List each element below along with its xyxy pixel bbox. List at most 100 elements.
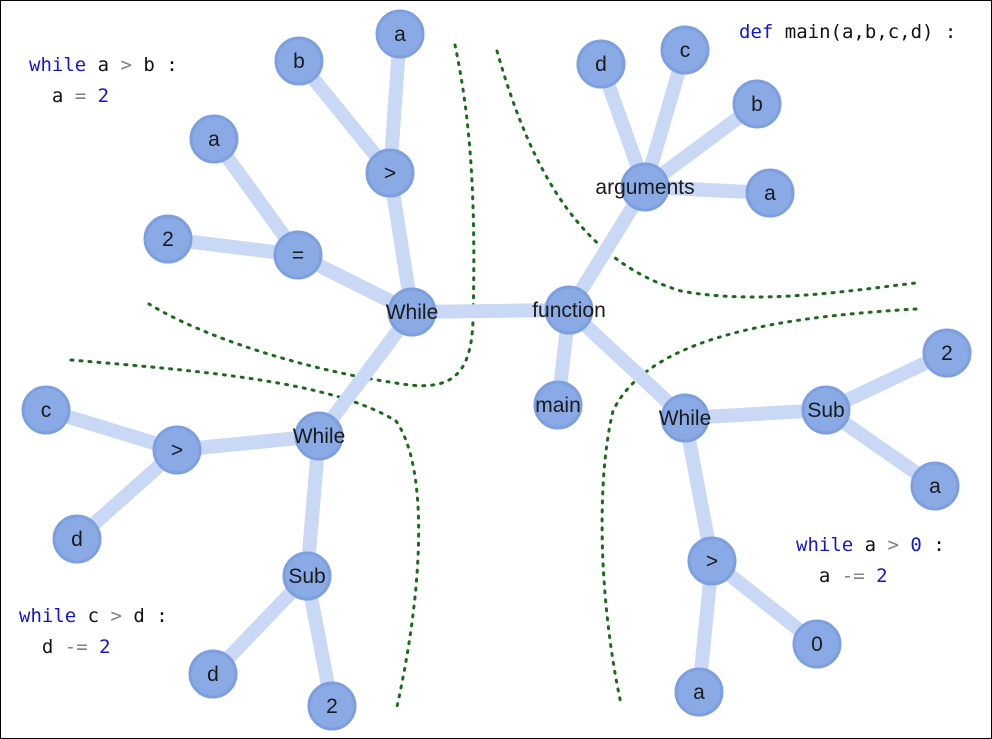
tree-node-sub2_d: d bbox=[188, 649, 238, 699]
tree-node-label: main bbox=[535, 394, 581, 417]
tree-node-circle bbox=[273, 230, 323, 280]
tree-node-label: 2 bbox=[162, 228, 174, 251]
tree-node-label: a bbox=[693, 681, 705, 704]
code-operator: > bbox=[887, 534, 899, 556]
tree-edge-function-while1 bbox=[405, 303, 576, 319]
tree-node-arg_a: a bbox=[745, 168, 795, 218]
code-text: a bbox=[29, 85, 75, 107]
tree-node-label: a bbox=[394, 23, 406, 46]
divider-lower-right bbox=[600, 307, 918, 706]
tree-node-label: a bbox=[929, 475, 941, 498]
tree-node-circle bbox=[544, 285, 594, 335]
tree-node-circle bbox=[152, 425, 202, 475]
tree-node-label: > bbox=[706, 550, 718, 573]
tree-node-label: d bbox=[207, 663, 219, 686]
tree-node-gt1_a: a bbox=[375, 9, 425, 59]
tree-node-circle bbox=[922, 328, 972, 378]
tree-node-sub2_2: 2 bbox=[307, 681, 357, 731]
tree-node-gt2_d: d bbox=[52, 514, 102, 564]
tree-node-label: b bbox=[293, 50, 305, 73]
code-while-c-d: while c > d : d -= 2 bbox=[19, 601, 168, 663]
code-main-def: def main(a,b,c,d) : bbox=[739, 17, 956, 48]
tree-node-label: arguments bbox=[595, 176, 694, 199]
code-number: 2 bbox=[86, 85, 110, 107]
code-keyword: while bbox=[19, 605, 77, 627]
code-while-a-0: while a > 0 : a -= 2 bbox=[796, 530, 945, 592]
tree-node-arg_d: d bbox=[576, 39, 626, 89]
tree-node-circle bbox=[576, 39, 626, 89]
divider-upper-right bbox=[495, 49, 918, 299]
tree-node-circle bbox=[792, 619, 842, 669]
tree-node-circle bbox=[188, 649, 238, 699]
tree-node-label: d bbox=[71, 528, 83, 551]
tree-node-label: > bbox=[171, 439, 183, 462]
tree-node-label: 2 bbox=[941, 342, 953, 365]
tree-node-function: function bbox=[532, 285, 606, 335]
tree-node-gt2: > bbox=[152, 425, 202, 475]
code-text: d bbox=[19, 636, 65, 658]
tree-node-sub3: Sub bbox=[801, 385, 851, 435]
tree-node-gt1: > bbox=[365, 148, 415, 198]
divider-lower-left bbox=[69, 358, 421, 713]
code-text: c bbox=[76, 605, 111, 627]
tree-node-circle bbox=[745, 168, 795, 218]
tree-node-gt3_a: a bbox=[674, 667, 724, 717]
tree-node-circle bbox=[282, 551, 332, 601]
code-text: a bbox=[86, 54, 121, 76]
tree-node-circle bbox=[21, 385, 71, 435]
tree-node-circle bbox=[189, 114, 239, 164]
tree-node-label: = bbox=[292, 244, 304, 267]
code-number: 2 bbox=[87, 636, 111, 658]
tree-edge-while1-while2 bbox=[312, 305, 419, 443]
tree-node-circle bbox=[687, 536, 737, 586]
tree-node-circle bbox=[910, 461, 960, 511]
code-operator: -= bbox=[64, 636, 88, 658]
tree-node-circle bbox=[660, 25, 710, 75]
tree-node-label: c bbox=[41, 399, 52, 422]
code-keyword: while bbox=[29, 54, 87, 76]
code-number: 0 bbox=[898, 534, 922, 556]
divider-upper-left bbox=[147, 43, 476, 388]
tree-node-label: a bbox=[208, 128, 220, 151]
tree-node-main: main bbox=[533, 380, 583, 430]
tree-node-circle bbox=[674, 667, 724, 717]
tree-node-while2: While bbox=[293, 411, 345, 461]
region-dividers bbox=[69, 43, 918, 713]
tree-node-label: a bbox=[764, 182, 776, 205]
code-operator: = bbox=[74, 85, 87, 107]
tree-node-while3: While bbox=[659, 393, 711, 443]
tree-node-arg_b: b bbox=[732, 79, 782, 129]
tree-node-circle bbox=[143, 214, 193, 264]
tree-node-sub3_a: a bbox=[910, 461, 960, 511]
code-keyword: def bbox=[739, 21, 774, 43]
tree-node-eq1_a: a bbox=[189, 114, 239, 164]
tree-node-arg_c: c bbox=[660, 25, 710, 75]
tree-node-circle bbox=[274, 36, 324, 86]
code-text: a bbox=[853, 534, 888, 556]
tree-node-circle bbox=[365, 148, 415, 198]
tree-node-circle bbox=[620, 162, 670, 212]
tree-node-while1: While bbox=[386, 287, 439, 337]
code-text: main(a,b,c,d) : bbox=[773, 21, 957, 43]
code-text: b : bbox=[131, 54, 178, 76]
code-text: d : bbox=[121, 605, 168, 627]
tree-node-label: Sub bbox=[807, 399, 844, 422]
tree-node-label: While bbox=[386, 301, 439, 324]
code-number: 2 bbox=[864, 565, 888, 587]
code-text: : bbox=[921, 534, 945, 556]
tree-node-label: 2 bbox=[326, 695, 338, 718]
tree-node-label: > bbox=[384, 162, 396, 185]
tree-node-gt3_0: 0 bbox=[792, 619, 842, 669]
tree-node-sub2: Sub bbox=[282, 551, 332, 601]
tree-node-label: b bbox=[751, 93, 763, 116]
tree-node-eq1_2: 2 bbox=[143, 214, 193, 264]
tree-node-circle bbox=[533, 380, 583, 430]
tree-node-gt1_b: b bbox=[274, 36, 324, 86]
tree-node-gt2_c: c bbox=[21, 385, 71, 435]
code-operator: -= bbox=[841, 565, 865, 587]
tree-node-label: Sub bbox=[288, 565, 325, 588]
tree-node-label: c bbox=[680, 39, 691, 62]
tree-node-circle bbox=[375, 9, 425, 59]
